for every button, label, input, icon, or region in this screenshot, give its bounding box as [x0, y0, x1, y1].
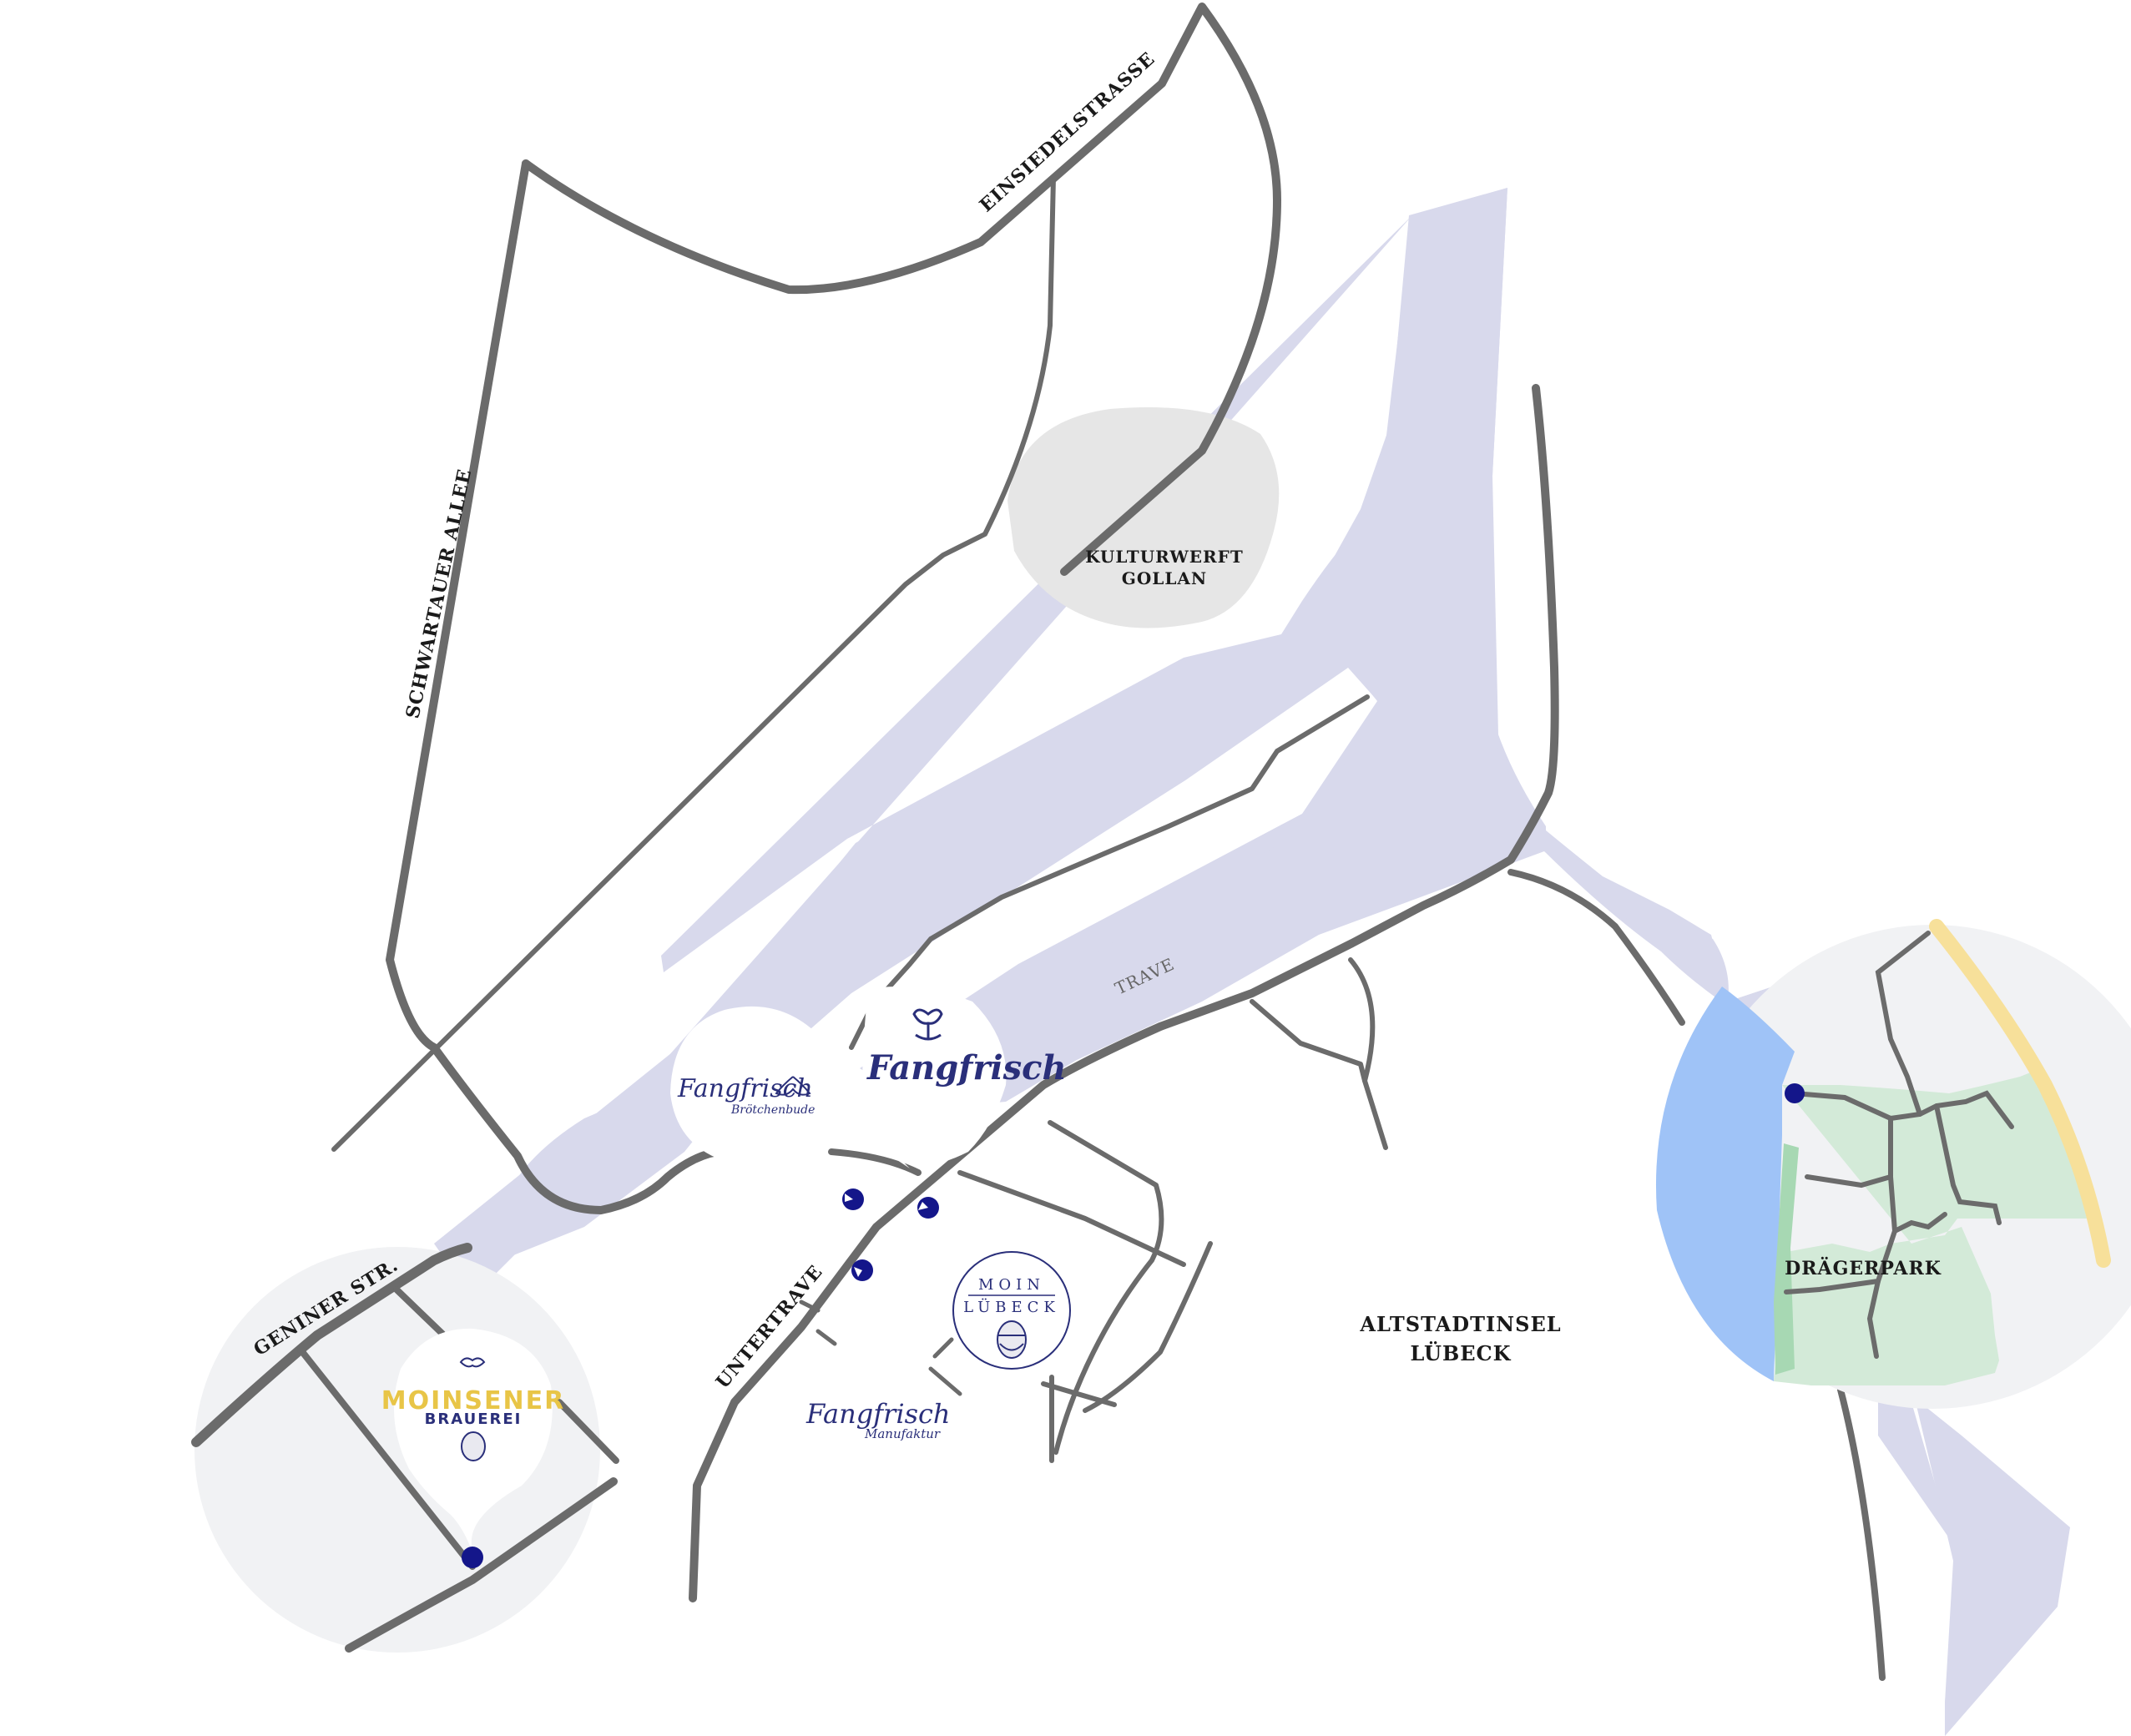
- label-altstadtinsel-2: LÜBECK: [1410, 1341, 1511, 1365]
- broetchenbude-sub: Brötchenbude: [730, 1103, 815, 1117]
- anchor-icon: [775, 1076, 811, 1096]
- moin-line1: MOIN: [978, 1276, 1045, 1294]
- anchor-icon: [459, 1357, 486, 1368]
- kulturwerft-area: [1007, 407, 1280, 628]
- manufaktur-sub: Manufaktur: [864, 1426, 941, 1441]
- moin-luebeck-marker[interactable]: MOIN LÜBECK: [927, 1251, 1071, 1375]
- draegerpark-pin: [1785, 1083, 1805, 1103]
- fangfrisch-main-name: Fangfrisch: [866, 1048, 1067, 1088]
- label-untertrave: UNTERTRAVE: [712, 1261, 827, 1393]
- manufaktur-name: Fangfrisch: [805, 1398, 951, 1430]
- fangfrisch-manufaktur-marker[interactable]: Fangfrisch Manufaktur: [805, 1398, 951, 1441]
- moin-line2: LÜBECK: [963, 1297, 1060, 1316]
- trave-river: [434, 188, 2070, 1736]
- anchor-icon: [912, 1008, 943, 1041]
- fangfrisch-main-marker[interactable]: Fangfrisch: [862, 987, 1067, 1168]
- roads: [331, 3, 1886, 1681]
- brauerei-pin: [462, 1547, 483, 1568]
- label-kulturwerft-2: GOLLAN: [1122, 568, 1207, 588]
- highway: [1929, 919, 2111, 1268]
- moinsener-brauerei-marker[interactable]: MOINSENER BRAUEREI: [381, 1328, 565, 1568]
- label-kulturwerft-1: KULTURWERFT: [1085, 547, 1243, 567]
- label-draegerpark: DRÄGERPARK: [1785, 1256, 1942, 1279]
- lake: [1655, 987, 1795, 1381]
- label-altstadtinsel-1: ALTSTADTINSEL: [1359, 1312, 1561, 1336]
- moinsener-line1: MOINSENER: [381, 1386, 565, 1416]
- park-area-strip: [1774, 1143, 1799, 1375]
- label-einsiedelstrasse: EINSIEDELSTRASSE: [976, 48, 1159, 216]
- inset-draegerpark: [1655, 919, 2131, 1409]
- fisherman-icon: [461, 1431, 486, 1461]
- fisherman-icon: [997, 1320, 1027, 1359]
- fangfrisch-broetchenbude-marker[interactable]: Fangfrisch Brötchenbude: [670, 1006, 835, 1185]
- location-pins[interactable]: [842, 1188, 939, 1281]
- moinsener-line2: BRAUEREI: [425, 1410, 523, 1428]
